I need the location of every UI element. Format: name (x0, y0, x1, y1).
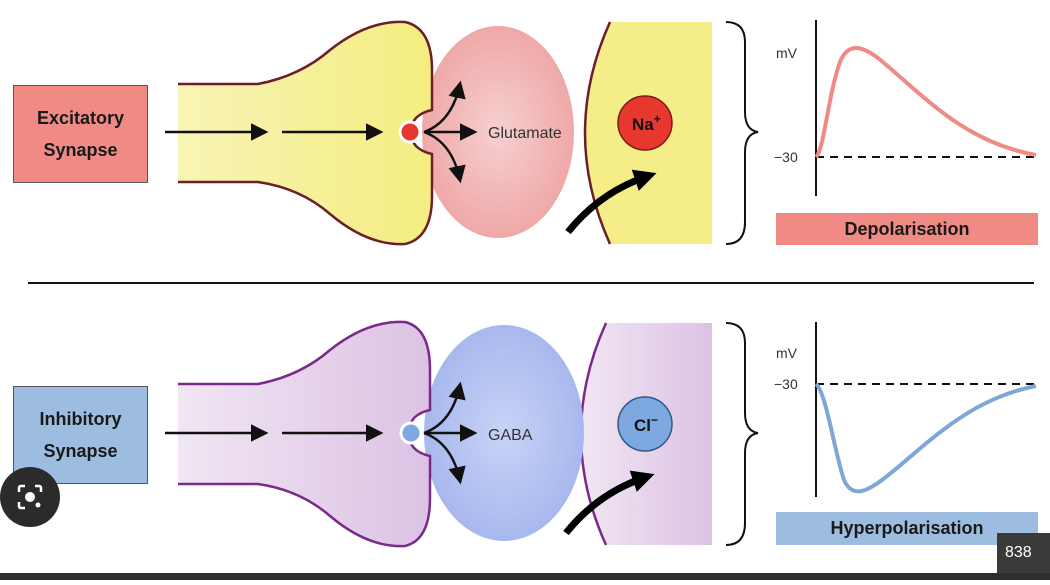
depolarisation-bar: Depolarisation (776, 213, 1038, 245)
release-arrow (423, 381, 466, 435)
image-size-badge-text: 838 (1005, 544, 1032, 561)
gaba-cloud (424, 325, 584, 541)
inhibitory-graph-unit: mV (776, 345, 798, 361)
inhibitory-section: GABA Cl− mV −30 (165, 320, 1037, 548)
ion-influx-arrow (563, 470, 655, 536)
depolarisation-curve (814, 46, 1037, 159)
excitatory-vesicle (398, 120, 422, 144)
excitatory-brace (725, 21, 759, 245)
inhibitory-label-line2: Synapse (43, 441, 118, 461)
glutamate-cloud (422, 26, 574, 238)
gaba-label: GABA (488, 427, 533, 444)
glutamate-label: Glutamate (488, 125, 562, 142)
inhibitory-graph-tick: −30 (774, 376, 798, 392)
sodium-ion-label: Na+ (632, 112, 661, 134)
visual-search-icon (17, 484, 43, 510)
excitatory-synapse-label: Excitatory Synapse (13, 85, 148, 183)
hyperpolarisation-bar: Hyperpolarisation (776, 512, 1038, 545)
inhibitory-label-line1: Inhibitory (39, 409, 122, 429)
visual-search-button[interactable] (0, 467, 60, 527)
release-arrow (423, 80, 466, 134)
hyperpolarisation-curve (814, 382, 1037, 494)
image-size-badge[interactable]: 838 (997, 533, 1050, 573)
excitatory-graph-tick: −30 (774, 149, 798, 165)
inhibitory-vesicle (399, 421, 423, 445)
inhibitory-brace (725, 322, 759, 546)
excitatory-label-line1: Excitatory (36, 108, 125, 128)
release-arrow (423, 130, 466, 184)
release-arrow (423, 431, 466, 485)
ion-influx-arrow (565, 169, 657, 235)
excitatory-label-line2: Synapse (43, 140, 118, 160)
excitatory-section: Glutamate Na+ mV −30 (165, 20, 1037, 246)
chloride-ion (617, 396, 673, 452)
chloride-ion-label: Cl− (634, 413, 658, 435)
bottom-strip (0, 573, 1050, 580)
sodium-ion (617, 95, 673, 151)
excitatory-graph-unit: mV (776, 45, 798, 61)
